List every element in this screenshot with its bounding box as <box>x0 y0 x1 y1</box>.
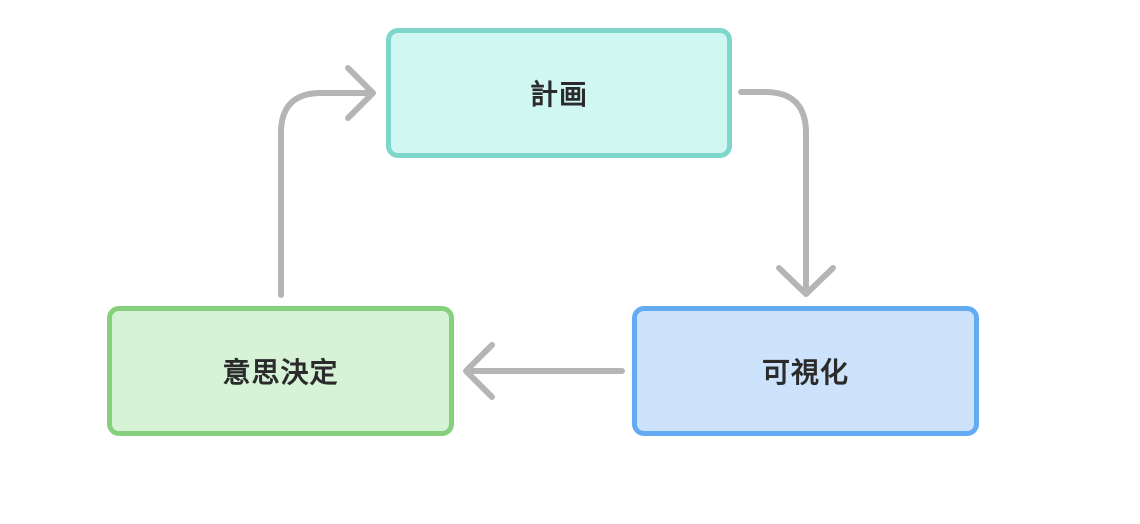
node-visualize-label: 可視化 <box>761 356 849 389</box>
node-plan-label: 計画 <box>529 78 588 111</box>
node-decide: 意思決定 <box>107 306 454 436</box>
arrow-decide-to-plan <box>278 65 376 298</box>
arrowhead-right-icon <box>345 65 376 121</box>
arrowhead-down-icon <box>776 265 836 297</box>
node-plan: 計画 <box>386 28 732 158</box>
arrow-plan-to-visualize <box>738 89 836 297</box>
node-decide-label: 意思決定 <box>222 356 339 389</box>
arrowhead-left-icon <box>463 342 495 400</box>
node-visualize: 可視化 <box>632 306 979 436</box>
arrow-visualize-to-decide <box>463 342 625 400</box>
